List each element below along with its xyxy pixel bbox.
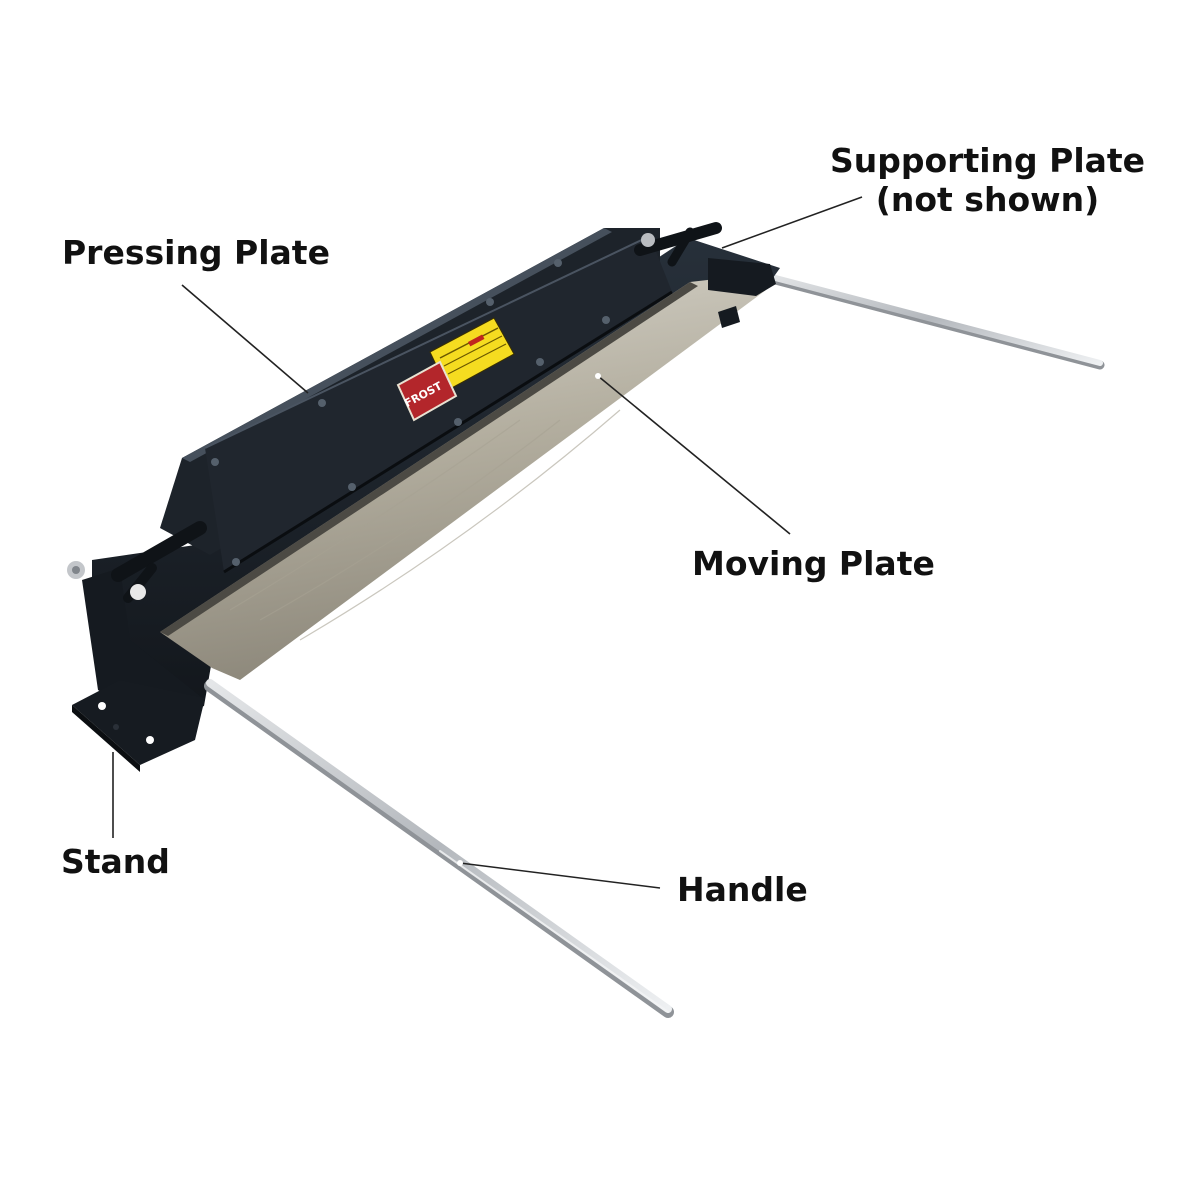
label-supporting-plate-line1: Supporting Plate bbox=[830, 141, 1146, 180]
brand-sticker: FROST bbox=[396, 360, 458, 422]
moving-plate bbox=[160, 276, 766, 680]
leader-pressing-plate bbox=[181, 284, 309, 394]
back-handle-rod bbox=[755, 271, 1105, 370]
label-handle: Handle bbox=[677, 870, 808, 909]
left-clamp-lever bbox=[111, 521, 207, 603]
label-pressing-plate: Pressing Plate bbox=[62, 233, 330, 272]
label-supporting-plate-line2: (not shown) bbox=[875, 179, 1100, 219]
left-bolt bbox=[67, 561, 85, 579]
front-handle-rod bbox=[204, 679, 674, 1018]
label-stand: Stand bbox=[61, 842, 170, 881]
right-end-bracket bbox=[708, 258, 776, 296]
lower-tab bbox=[718, 306, 740, 328]
leader-lines bbox=[112, 196, 863, 889]
leader-dots bbox=[457, 373, 601, 866]
leader-moving-plate bbox=[597, 375, 791, 535]
leader-supporting-plate bbox=[721, 196, 863, 249]
label-supporting-plate: Supporting Plate (not shown) bbox=[830, 141, 1146, 220]
leader-handle bbox=[459, 862, 661, 889]
plate-bolts bbox=[211, 259, 610, 566]
right-clamp-lever bbox=[634, 222, 722, 267]
label-moving-plate: Moving Plate bbox=[692, 544, 935, 583]
stand-foot bbox=[72, 680, 205, 772]
